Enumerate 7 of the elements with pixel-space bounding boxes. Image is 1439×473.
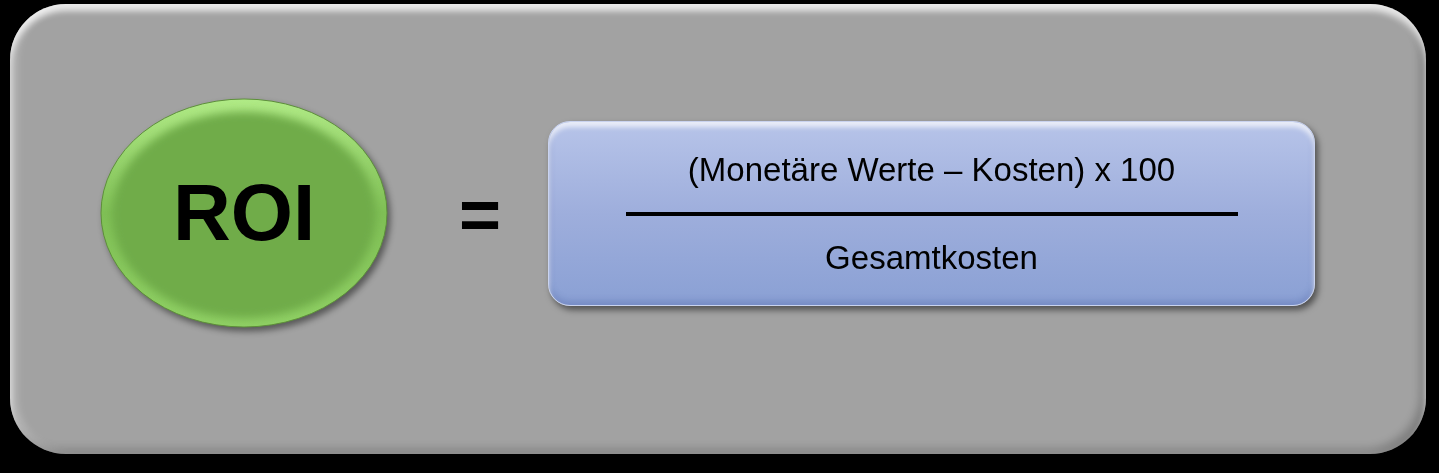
denominator-text: Gesamtkosten bbox=[825, 239, 1038, 276]
numerator-text: (Monetäre Werte – Kosten) x 100 bbox=[687, 151, 1176, 188]
oval-node bbox=[100, 98, 388, 328]
equals-sign: = bbox=[457, 174, 502, 254]
oval-label: ROI bbox=[172, 173, 316, 253]
formula-card bbox=[548, 121, 1315, 306]
rounded-panel bbox=[10, 4, 1426, 454]
